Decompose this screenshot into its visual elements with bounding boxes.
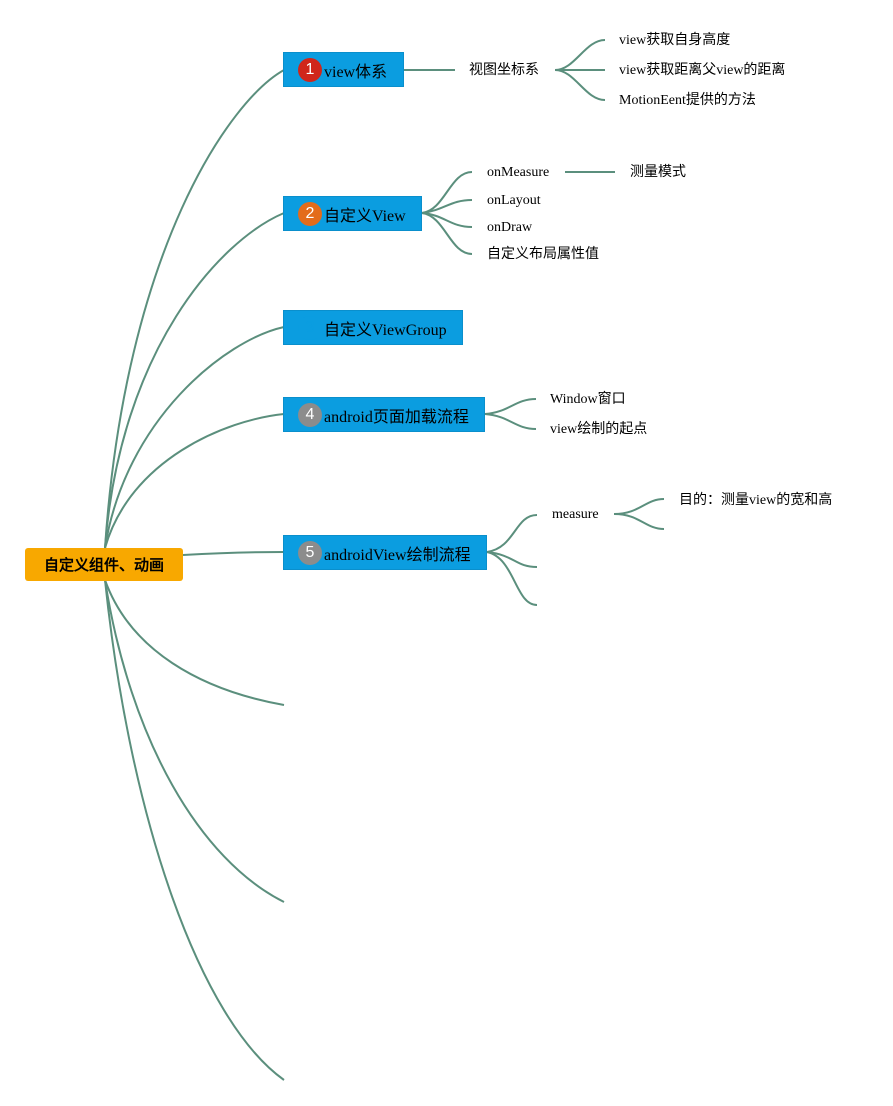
- topic-custom-viewgroup[interactable]: 3 自定义ViewGroup: [283, 310, 463, 345]
- node-view-height[interactable]: view获取自身高度: [619, 33, 731, 48]
- priority-5-icon: 5: [298, 540, 322, 565]
- node-window[interactable]: Window窗口: [550, 392, 626, 407]
- link-coord-1: [554, 39, 606, 71]
- link-topic2-attrs: [421, 212, 473, 255]
- link-root-topic2: [104, 212, 285, 549]
- link-topic5-measure: [486, 514, 538, 553]
- topic-label: 自定义View: [324, 207, 406, 225]
- link-root-topic4: [104, 413, 285, 549]
- link-measure-goal: [613, 498, 665, 515]
- node-onmeasure[interactable]: onMeasure: [487, 165, 550, 180]
- topic-label: view体系: [324, 63, 388, 81]
- topic-view-system[interactable]: 1 view体系: [283, 52, 404, 87]
- link-topic5-empty1: [486, 551, 538, 568]
- node-view-coordinate[interactable]: 视图坐标系: [469, 63, 539, 78]
- priority-1-icon: 1: [298, 57, 322, 82]
- topic-label: 自定义ViewGroup: [324, 321, 447, 339]
- link-root-topic3: [104, 326, 285, 549]
- node-measure[interactable]: measure: [552, 507, 599, 522]
- link-root-topic5: [182, 551, 285, 556]
- priority-2-icon: 2: [298, 201, 322, 226]
- link-topic2-onlayout: [421, 199, 473, 214]
- link-topic4-window: [484, 398, 537, 415]
- node-motionevent-methods[interactable]: MotionEent提供的方法: [619, 93, 756, 108]
- topic-view-draw-flow[interactable]: 5 androidView绘制流程: [283, 535, 487, 570]
- topic-label: androidView绘制流程: [324, 546, 471, 564]
- node-measure-goal[interactable]: 目的：测量view的宽和高: [679, 493, 833, 508]
- topic-page-loading[interactable]: 4 android页面加载流程: [283, 397, 485, 432]
- link-topic4-start: [484, 413, 537, 430]
- link-root-empty1: [104, 579, 285, 706]
- link-root-empty3: [104, 579, 285, 1081]
- link-topic5-empty2: [486, 551, 538, 606]
- node-measure-mode[interactable]: 测量模式: [630, 165, 686, 180]
- link-coord-3: [554, 69, 606, 101]
- node-custom-attrs[interactable]: 自定义布局属性值: [487, 247, 599, 262]
- link-measure-empty: [613, 513, 665, 530]
- priority-4-icon: 4: [298, 402, 322, 427]
- link-topic2-onmeasure: [421, 171, 473, 214]
- root-label: 自定义组件、动画: [43, 557, 164, 574]
- node-ondraw[interactable]: onDraw: [487, 220, 533, 235]
- topic-custom-view[interactable]: 2 自定义View: [283, 196, 422, 231]
- link-root-empty2: [104, 579, 285, 903]
- node-draw-start[interactable]: view绘制的起点: [550, 422, 648, 437]
- priority-3-icon: 3: [298, 315, 322, 340]
- topic-label: android页面加载流程: [324, 408, 469, 426]
- node-view-parent-distance[interactable]: view获取距离父view的距离: [619, 63, 786, 78]
- node-onlayout[interactable]: onLayout: [487, 193, 541, 208]
- link-root-topic1: [104, 69, 285, 549]
- root-node[interactable]: 自定义组件、动画: [25, 548, 183, 581]
